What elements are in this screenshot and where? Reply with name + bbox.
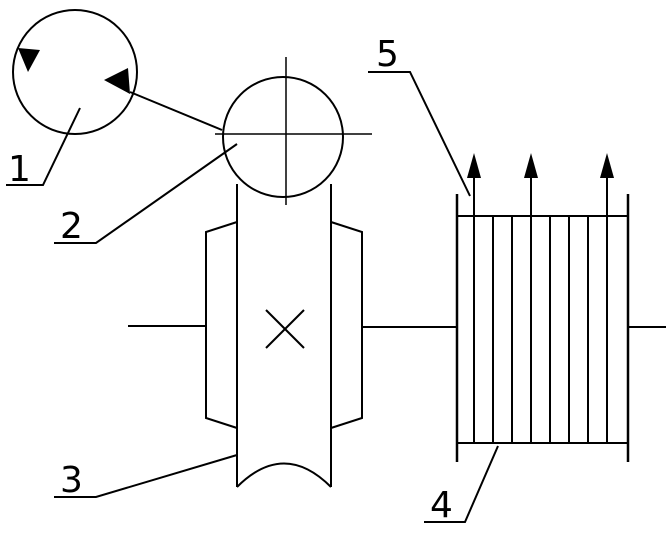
leader-1: 1 (6, 107, 81, 190)
label-5: 5 (376, 34, 399, 75)
leader-line-2 (54, 143, 238, 244)
leader-5: 5 (368, 34, 471, 197)
leader-line-1 (6, 107, 81, 186)
label-1: 1 (8, 149, 31, 190)
component-1-pump-symbol (12, 9, 138, 135)
label-3: 3 (60, 460, 83, 501)
leader-2: 2 (54, 143, 238, 247)
coil-windings (473, 216, 608, 443)
drive-connection-line (129, 91, 223, 131)
arrow-head-up (467, 153, 481, 178)
leader-4: 4 (424, 445, 499, 526)
arrow-head-up (600, 153, 614, 178)
pump-arrow-upper (18, 48, 40, 72)
housing-left-profile (205, 221, 238, 429)
component-5-output-arrows (467, 153, 614, 216)
leader-line-4 (424, 445, 499, 523)
component-3-belt-housing (205, 184, 363, 488)
pump-circle (12, 9, 138, 135)
center-cross-b (265, 309, 305, 349)
label-2: 2 (60, 206, 83, 247)
pulley-circle (222, 76, 344, 198)
belt-bottom-curve (236, 462, 332, 488)
housing-right-profile (330, 221, 363, 429)
leader-3: 3 (54, 454, 238, 501)
label-4: 4 (430, 485, 453, 526)
component-4-drum (455, 194, 630, 462)
leader-line-3 (54, 454, 238, 498)
arrow-head-up (524, 153, 538, 178)
leader-line-5 (368, 71, 471, 197)
component-2-pulley (215, 57, 372, 205)
pump-arrow-right (104, 68, 130, 94)
